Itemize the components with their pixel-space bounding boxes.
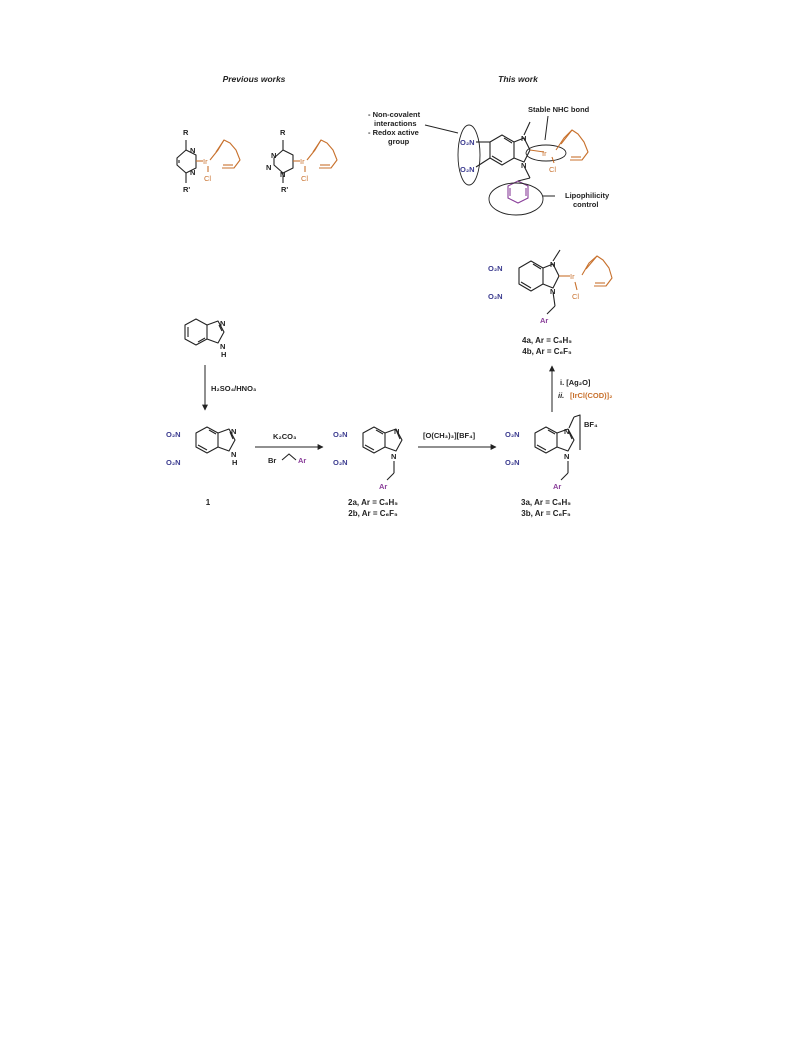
atom-n: N (391, 452, 396, 461)
atom-n: N (271, 151, 276, 160)
reagent-step-ii-prefix: ii. (558, 391, 564, 400)
atom-n: N (220, 342, 225, 351)
counterion-bf4: BF₄ (584, 420, 598, 429)
atom-n: N (266, 163, 271, 172)
compound-label-3b: 3b, Ar = C₆F₅ (521, 509, 571, 518)
reagent-iridium-dimer: [IrCl(COD)]₂ (570, 391, 613, 400)
atom-h: H (221, 350, 226, 359)
atom-h: H (232, 458, 237, 467)
atom-cl: Cl (572, 292, 579, 301)
compound-label-2b: 2b, Ar = C₆F₅ (348, 509, 398, 518)
nitro-group: O₂N (166, 430, 181, 439)
atom-ir: Ir (203, 157, 208, 166)
header-this-work: This work (498, 74, 539, 84)
header-previous-works: Previous works (223, 74, 286, 84)
atom-n: N (550, 260, 555, 269)
highlight-benzyl (488, 182, 544, 216)
reagent-base: K₂CO₃ (273, 432, 297, 441)
atom-n: N (564, 452, 569, 461)
aryl-group: Ar (379, 482, 387, 491)
atom-n: N (231, 427, 236, 436)
aryl-group: Ar (298, 456, 306, 465)
nitro-group: O₂N (460, 138, 475, 147)
compound-2: O₂N O₂N N N Ar 2a, Ar = C₆H₅ 2b, Ar = C₆… (333, 426, 403, 518)
annotation-lipophilicity-line2: control (573, 200, 598, 209)
atom-r-prime: R' (281, 185, 288, 194)
benzimidazole: N N H (184, 318, 226, 359)
compound-label-1: 1 (206, 498, 211, 507)
aryl-group: Ar (540, 316, 548, 325)
atom-n: N (280, 170, 285, 179)
atom-r: R (183, 128, 189, 137)
atom-r: R (280, 128, 286, 137)
reagent-methylation: [O(CH₃)₃][BF₄] (423, 431, 476, 440)
atom-ir: Ir (542, 149, 547, 158)
nitro-group: O₂N (488, 264, 503, 273)
atom-n: N (190, 146, 195, 155)
compound-label-2a: 2a, Ar = C₆H₅ (348, 498, 398, 507)
compound-label-4a: 4a, Ar = C₆H₅ (522, 336, 572, 345)
compound-1: O₂N O₂N N N H 1 (166, 426, 237, 507)
annotation-noncovalent-line1: - Non-covalent (368, 110, 421, 119)
atom-n: N (564, 427, 569, 436)
nitro-group: O₂N (460, 165, 475, 174)
annotation-redox-line2: group (388, 137, 410, 146)
annotation-lipophilicity-line1: Lipophilicity (565, 191, 610, 200)
highlight-nhc-bond (525, 144, 567, 162)
atom-n: N (521, 134, 526, 143)
previous-triazole-complex: R N N N R' Ir Cl (266, 128, 338, 194)
annotation-stable-nhc: Stable NHC bond (528, 105, 590, 114)
atom-cl: Cl (301, 174, 308, 183)
this-work-complex: - Non-covalent interactions - Redox acti… (368, 105, 610, 216)
nitro-group: O₂N (505, 430, 520, 439)
compound-3: O₂N O₂N N N BF₄ Ar 3a, Ar = C₆H₅ 3b, Ar … (505, 414, 598, 518)
atom-ir: Ir (300, 157, 305, 166)
atom-n: N (231, 450, 236, 459)
nitro-group: O₂N (333, 430, 348, 439)
nitro-group: O₂N (488, 292, 503, 301)
nitro-group: O₂N (333, 458, 348, 467)
atom-br: Br (268, 456, 276, 465)
atom-n: N (521, 161, 526, 170)
compound-label-3a: 3a, Ar = C₆H₅ (521, 498, 571, 507)
nitro-group: O₂N (166, 458, 181, 467)
annotation-noncovalent-line2: interactions (374, 119, 417, 128)
atom-n: N (190, 168, 195, 177)
atom-r-prime: R' (183, 185, 190, 194)
atom-n: N (394, 427, 399, 436)
atom-cl: Cl (549, 165, 556, 174)
compound-4: O₂N O₂N N N Ar Ir Cl 4a, Ar = C₆H₅ 4b, A… (488, 249, 613, 356)
aryl-group: Ar (553, 482, 561, 491)
atom-ir: Ir (570, 272, 575, 281)
reagent-nitration: H₂SO₄/HNO₃ (211, 384, 257, 393)
previous-imidazole-complex: R N N R' Ir Cl (176, 128, 241, 194)
nitro-group: O₂N (505, 458, 520, 467)
atom-n: N (220, 319, 225, 328)
atom-cl: Cl (204, 174, 211, 183)
reagent-silver-oxide: i. [Ag₂O] (560, 378, 591, 387)
highlight-nitro-groups (457, 124, 481, 186)
compound-label-4b: 4b, Ar = C₆F₅ (522, 347, 572, 356)
annotation-redox-line1: - Redox active (368, 128, 419, 137)
atom-n: N (550, 287, 555, 296)
